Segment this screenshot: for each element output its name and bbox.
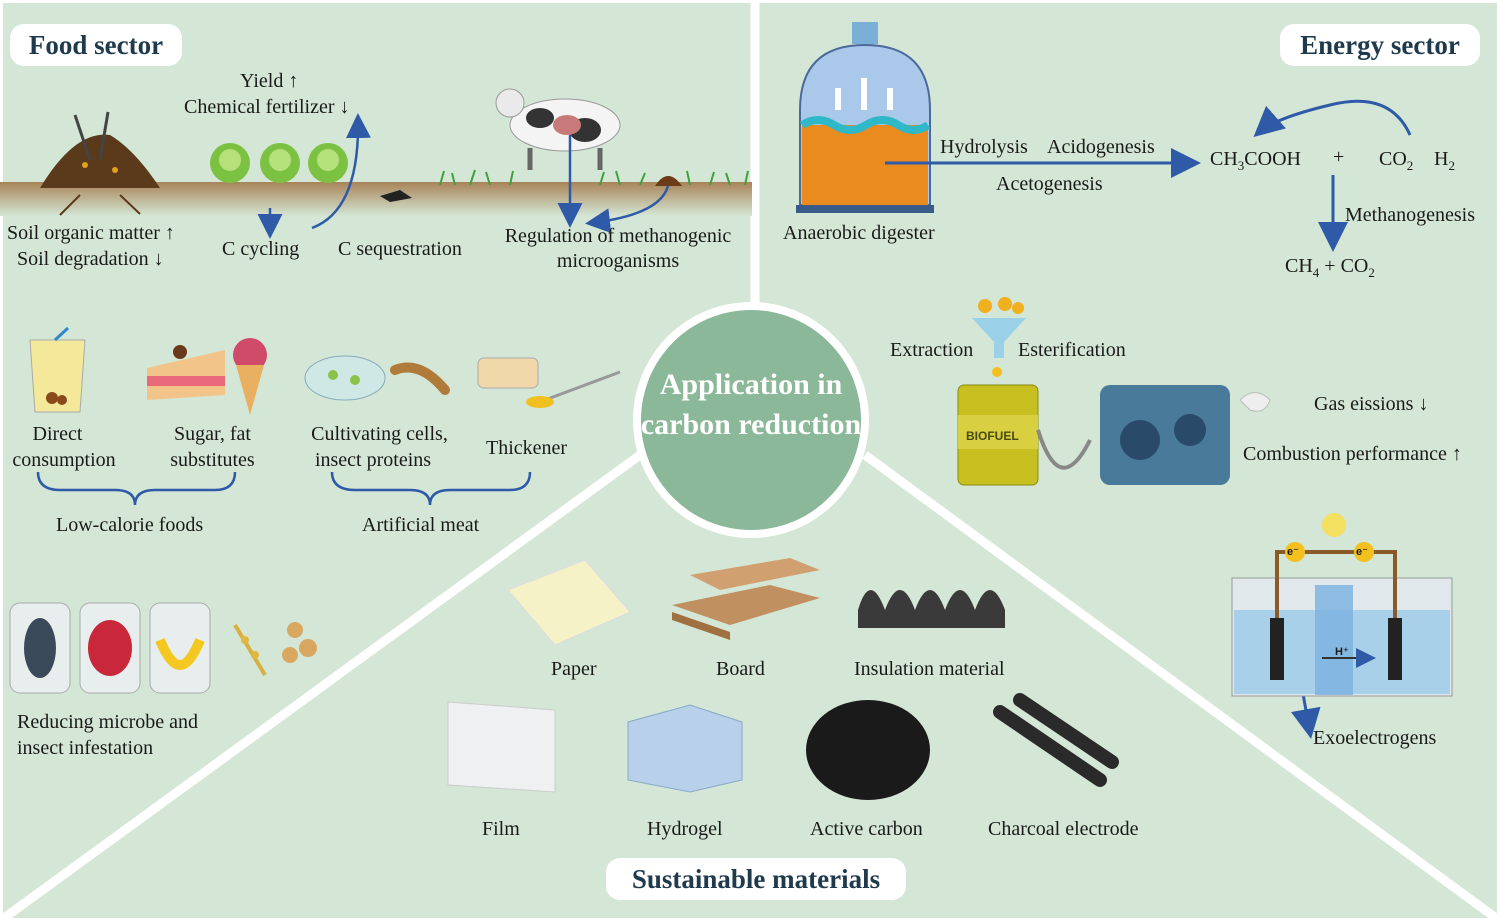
label-fertilizer: Chemical fertilizer ↓ <box>184 96 350 118</box>
label-paper: Paper <box>551 658 597 680</box>
thickener-icon <box>477 357 621 408</box>
cow-icon <box>495 88 621 170</box>
label-ch4-co2: CH4 + CO2 <box>1285 255 1375 280</box>
label-sugar-2: substitutes <box>170 449 255 471</box>
label-direct-2: consumption <box>12 449 116 471</box>
label-methano-1: Regulation of methanogenic <box>504 225 732 247</box>
label-combustion: Combustion performance ↑ <box>1243 443 1462 465</box>
juice-icon <box>29 326 86 413</box>
label-h2: H2 <box>1434 148 1455 173</box>
insulation-icon <box>858 590 1005 628</box>
label-charcoal-electrode: Charcoal electrode <box>988 818 1139 840</box>
packaged-fish-icon <box>9 602 71 694</box>
label-board: Board <box>716 658 765 680</box>
ice-cream-icon <box>233 338 267 415</box>
engine-icon <box>1100 385 1230 485</box>
label-hydrogel: Hydrogel <box>647 818 723 840</box>
packaged-banana-icon <box>149 602 211 694</box>
label-soil-deg: Soil degradation ↓ <box>17 248 164 270</box>
grain-icon <box>282 622 317 663</box>
section-title-materials: Sustainable materials <box>606 858 906 900</box>
label-hplus: H⁺ <box>1335 646 1349 658</box>
label-sugar-1: Sugar, fat <box>174 423 251 445</box>
compost-icon <box>40 111 160 216</box>
label-plus: + <box>1333 146 1345 168</box>
label-methanogenesis: Methanogenesis <box>1345 204 1475 226</box>
label-acidogenesis: Acidogenesis <box>1047 136 1155 158</box>
film-icon <box>447 701 556 793</box>
label-gas-emissions: Gas eissions ↓ <box>1314 393 1429 415</box>
label-biofuel: BIOFUEL <box>966 429 1019 443</box>
anaerobic-digester-icon <box>796 22 934 213</box>
label-acetic-acid: CH3COOH <box>1210 148 1301 173</box>
label-acetogenesis: Acetogenesis <box>996 173 1103 195</box>
label-cultivating-1: Cultivating cells, <box>311 423 448 445</box>
label-hydrolysis: Hydrolysis <box>940 136 1028 158</box>
label-low-calorie: Low-calorie foods <box>56 514 204 536</box>
label-c-seq: C sequestration <box>338 238 462 260</box>
center-title: Application in carbon reduction <box>640 368 862 441</box>
label-co2: CO2 <box>1379 148 1414 173</box>
label-extraction: Extraction <box>890 339 974 361</box>
label-thickener: Thickener <box>486 437 568 459</box>
packaged-meat-icon <box>79 602 141 694</box>
paper-icon <box>507 559 631 646</box>
label-exoelectrogens: Exoelectrogens <box>1313 727 1437 749</box>
label-active-carbon: Active carbon <box>810 818 923 840</box>
label-artificial-meat: Artificial meat <box>362 514 480 536</box>
petri-dish-icon <box>304 355 386 401</box>
label-c-cycling: C cycling <box>222 238 300 260</box>
label-anaerobic-digester: Anaerobic digester <box>783 222 935 244</box>
charcoal-electrode-icon <box>993 693 1119 787</box>
biochar-icon <box>380 190 412 202</box>
biofuel-barrel-icon <box>957 384 1039 486</box>
grass-icon <box>439 169 749 186</box>
hydrogel-icon <box>627 704 743 793</box>
label-soil-om: Soil organic matter ↑ <box>7 222 175 244</box>
section-title-food: Food sector <box>10 24 182 66</box>
cake-icon <box>147 345 225 400</box>
fuel-hose <box>1036 429 1092 470</box>
larva-icon <box>390 362 450 395</box>
label-insulation: Insulation material <box>854 658 1005 680</box>
active-carbon-icon <box>806 700 930 800</box>
label-esterification: Esterification <box>1018 339 1126 361</box>
board-icon <box>672 558 820 640</box>
label-film: Film <box>482 818 520 840</box>
label-methano-2: microoganisms <box>556 250 680 272</box>
label-cultivating-2: insect proteins <box>314 449 432 471</box>
center-circle <box>641 310 861 530</box>
label-electron-1: e⁻ <box>1287 546 1299 558</box>
label-yield: Yield ↑ <box>240 70 299 92</box>
manure-icon <box>655 176 682 186</box>
label-electron-2: e⁻ <box>1356 546 1368 558</box>
section-title-energy: Energy sector <box>1280 24 1480 66</box>
label-reducing-1: Reducing microbe and <box>17 711 199 733</box>
funnel-icon <box>972 297 1026 377</box>
wheat-icon <box>233 623 267 677</box>
exhaust-icon <box>1239 392 1271 412</box>
label-reducing-2: insect infestation <box>17 737 154 759</box>
microbial-fuel-cell-icon <box>1231 513 1453 697</box>
label-direct-1: Direct <box>32 423 83 445</box>
lettuce-icon <box>210 143 348 183</box>
